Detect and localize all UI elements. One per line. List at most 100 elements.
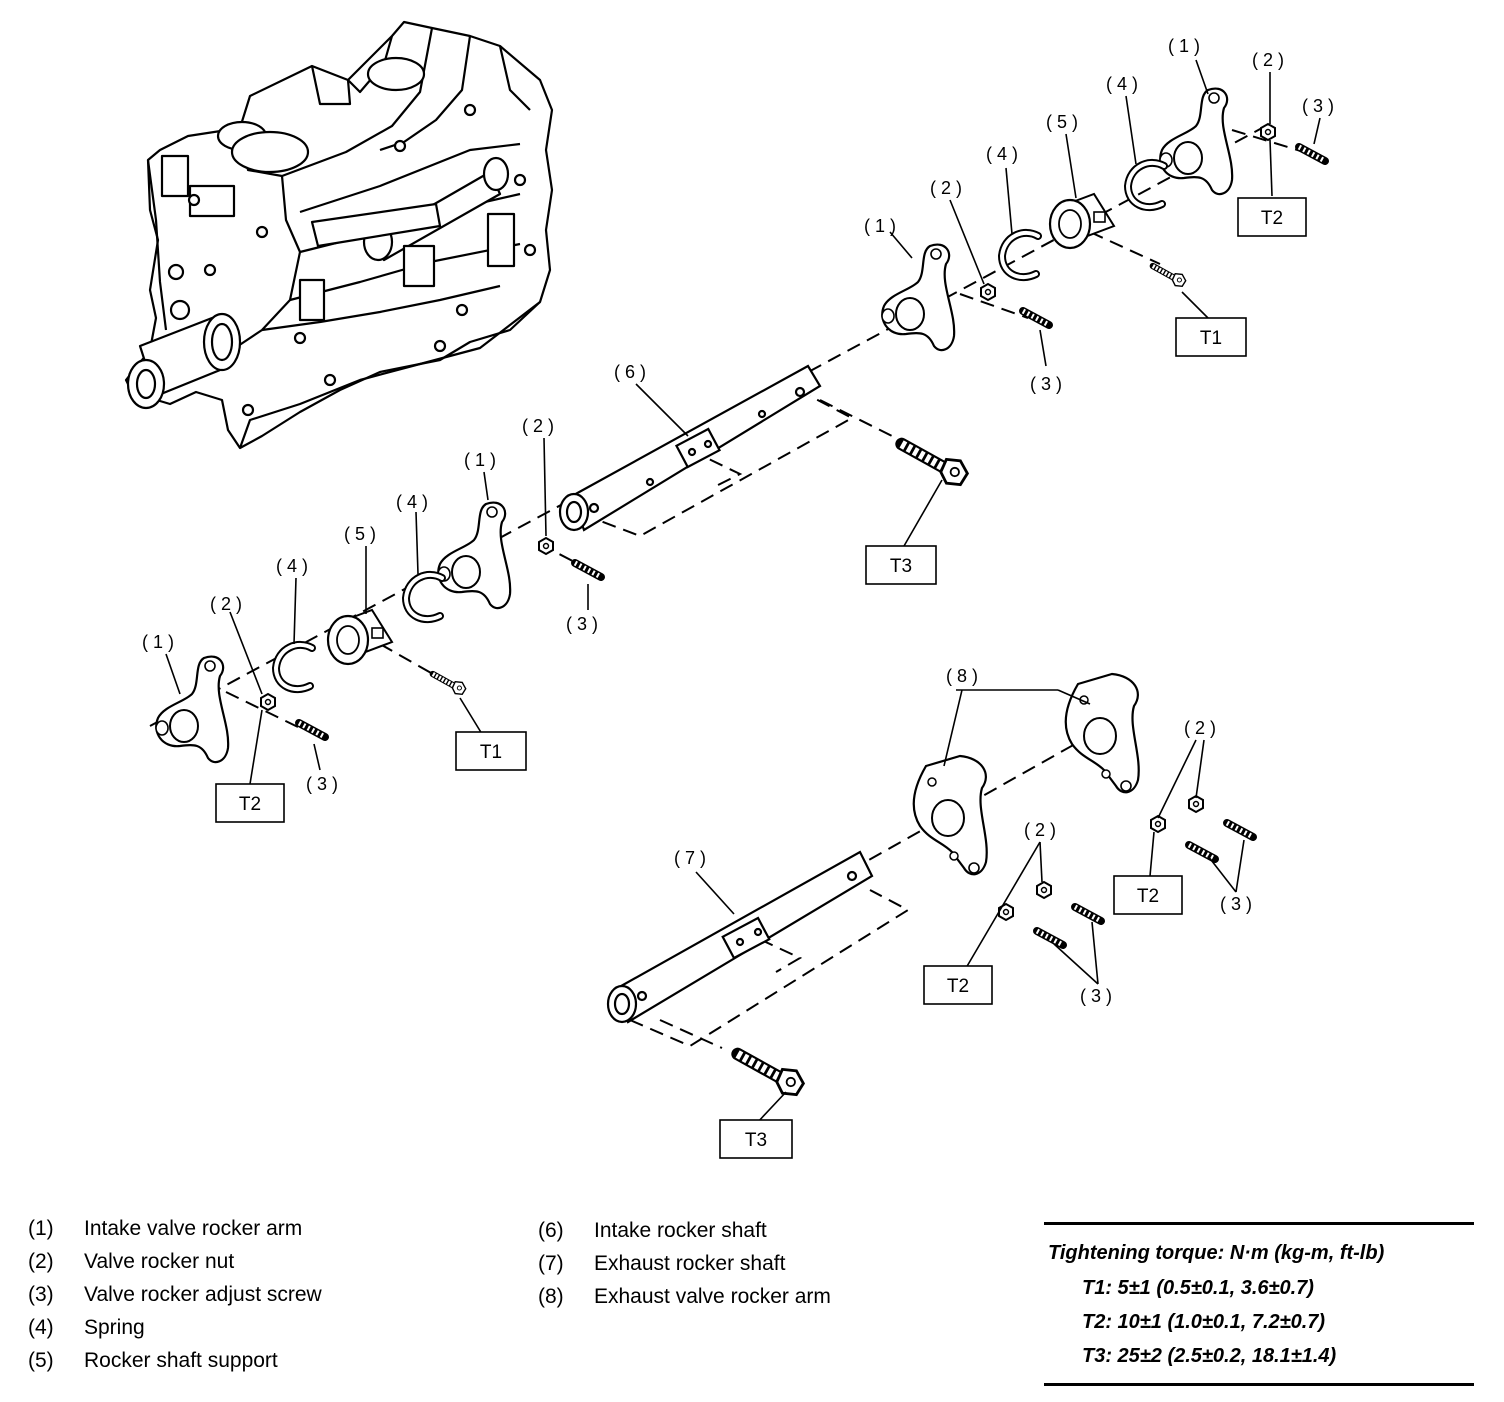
part-intake-rocker-arm-upper-right xyxy=(1158,87,1234,196)
part-nut xyxy=(1188,795,1204,813)
legend-item: (2)Valve rocker nut xyxy=(28,1245,322,1278)
torque-tag-t2: T2 xyxy=(215,783,285,823)
callout-2: (2) xyxy=(1252,50,1289,70)
callout-5: (5) xyxy=(344,524,381,544)
callout-1: (1) xyxy=(864,216,901,236)
torque-row-t3: T3: 25±2 (2.5±0.2, 18.1±1.4) xyxy=(1082,1345,1337,1367)
exhaust-rocker-shaft xyxy=(606,850,874,1024)
svg-text:T1: T1 xyxy=(480,742,502,763)
legend-number: (6) xyxy=(538,1219,564,1242)
tightening-torque-table: Tightening torque: N·m (kg-m, ft-lb) T1:… xyxy=(1044,1222,1474,1386)
exploded-parts-diagram: (1) (2) (3) (4) (5) (4) (2) (1) (3) (6) … xyxy=(124,20,1334,1159)
part-adjust-screw xyxy=(575,563,601,577)
torque-tag-t2: T2 xyxy=(923,965,993,1005)
leader-lines xyxy=(165,59,1321,1125)
legend-number: (3) xyxy=(28,1283,54,1306)
torque-table-heading: Tightening torque: N·m (kg-m, ft-lb) xyxy=(1048,1242,1385,1264)
part-exhaust-rocker-arm-right xyxy=(1064,672,1140,794)
part-bolt-t3-upper xyxy=(902,444,968,485)
legend-number: (7) xyxy=(538,1252,564,1275)
part-adjust-screw xyxy=(1075,907,1101,921)
part-adjust-screw xyxy=(1189,845,1215,859)
legend-label: Exhaust valve rocker arm xyxy=(594,1285,831,1308)
part-nut xyxy=(1260,123,1276,141)
callout-2: (2) xyxy=(1184,718,1221,738)
svg-text:T2: T2 xyxy=(947,976,969,997)
parts-legend-left: (1) Intake valve rocker arm (2)Valve rock… xyxy=(28,1212,322,1377)
callout-numbers: (1) (2) (3) (4) (5) (4) (2) (1) (3) (6) … xyxy=(142,36,1334,1006)
torque-tag-t3: T3 xyxy=(865,545,937,585)
part-adjust-screw xyxy=(299,723,325,737)
legend-item: (8) Exhaust valve rocker arm xyxy=(538,1280,831,1313)
part-nut xyxy=(538,537,554,555)
torque-tag-t1: T1 xyxy=(455,731,527,771)
svg-text:T1: T1 xyxy=(1200,328,1222,349)
torque-tag-t2: T2 xyxy=(1113,875,1183,915)
callout-3: (3) xyxy=(1030,374,1067,394)
legend-number: (1) xyxy=(28,1217,54,1240)
callout-2: (2) xyxy=(210,594,247,614)
torque-row-t2: T2: 10±1 (1.0±0.1, 7.2±0.7) xyxy=(1082,1311,1326,1333)
legend-label: Valve rocker adjust screw xyxy=(84,1283,322,1306)
legend-label: Exhaust rocker shaft xyxy=(594,1252,786,1275)
callout-3: (3) xyxy=(566,614,603,634)
part-bolt-t1-upper xyxy=(1153,266,1186,286)
torque-tag-t1: T1 xyxy=(1175,317,1247,357)
callout-1: (1) xyxy=(142,632,179,652)
part-adjust-screw xyxy=(1227,823,1253,837)
callout-4: (4) xyxy=(276,556,313,576)
part-spring-center xyxy=(406,575,442,619)
legend-item: (1) Intake valve rocker arm xyxy=(28,1212,322,1245)
legend-item: (6) Intake rocker shaft xyxy=(538,1214,831,1247)
part-intake-rocker-arm-upper-center xyxy=(880,243,956,352)
legend-item: (5) Rocker shaft support xyxy=(28,1344,322,1377)
part-nut xyxy=(1036,881,1052,899)
callout-2: (2) xyxy=(522,416,559,436)
callout-3: (3) xyxy=(306,774,343,794)
legend-label: Intake valve rocker arm xyxy=(84,1217,303,1240)
legend-item: (7) Exhaust rocker shaft xyxy=(538,1247,831,1280)
parts-legend-right: (6) Intake rocker shaft (7) Exhaust rocker… xyxy=(538,1214,831,1313)
legend-label: Valve rocker nut xyxy=(84,1250,235,1273)
torque-row-t1: T1: 5±1 (0.5±0.1, 3.6±0.7) xyxy=(1082,1277,1314,1299)
cylinder-head-illustration xyxy=(124,20,554,450)
svg-text:T2: T2 xyxy=(239,794,261,815)
callout-2: (2) xyxy=(930,178,967,198)
callout-1: (1) xyxy=(1168,36,1205,56)
legend-item: (4) Spring xyxy=(28,1311,322,1344)
legend-number: (5) xyxy=(28,1349,54,1372)
callout-7: (7) xyxy=(674,848,711,868)
part-rocker-shaft-support-lower xyxy=(326,608,394,666)
legend-label: Rocker shaft support xyxy=(84,1349,278,1372)
callout-6: (6) xyxy=(614,362,651,382)
legend-label: Spring xyxy=(84,1316,145,1339)
callout-8: (8) xyxy=(946,666,983,686)
part-spring-lower-left xyxy=(276,645,312,689)
legend-item: (3) Valve rocker adjust screw xyxy=(28,1278,322,1311)
part-bolt-t3-lower xyxy=(738,1054,804,1095)
legend-number: (4) xyxy=(28,1316,54,1339)
torque-tag-t2: T2 xyxy=(1237,197,1307,237)
part-nut xyxy=(260,693,276,711)
svg-text:T3: T3 xyxy=(890,556,912,577)
part-nut xyxy=(998,903,1014,921)
part-rocker-shaft-support-upper xyxy=(1048,192,1116,250)
part-adjust-screw xyxy=(1037,931,1063,945)
callout-1: (1) xyxy=(464,450,501,470)
part-spring-upper-right xyxy=(1128,163,1164,207)
svg-text:T3: T3 xyxy=(745,1130,767,1151)
part-adjust-screw xyxy=(1299,147,1325,161)
callout-4: (4) xyxy=(1106,74,1143,94)
callout-5: (5) xyxy=(1046,112,1083,132)
legend-number: (8) xyxy=(538,1285,564,1308)
part-spring-upper-center xyxy=(1002,233,1038,277)
callout-4: (4) xyxy=(396,492,433,512)
legend-label: Intake rocker shaft xyxy=(594,1219,767,1242)
intake-rocker-shaft xyxy=(558,364,822,532)
part-intake-rocker-arm-lower-left xyxy=(154,655,230,764)
torque-tag-t3: T3 xyxy=(719,1119,793,1159)
callout-3: (3) xyxy=(1080,986,1117,1006)
callout-4: (4) xyxy=(986,144,1023,164)
svg-text:T2: T2 xyxy=(1261,208,1283,229)
svg-text:T2: T2 xyxy=(1137,886,1159,907)
